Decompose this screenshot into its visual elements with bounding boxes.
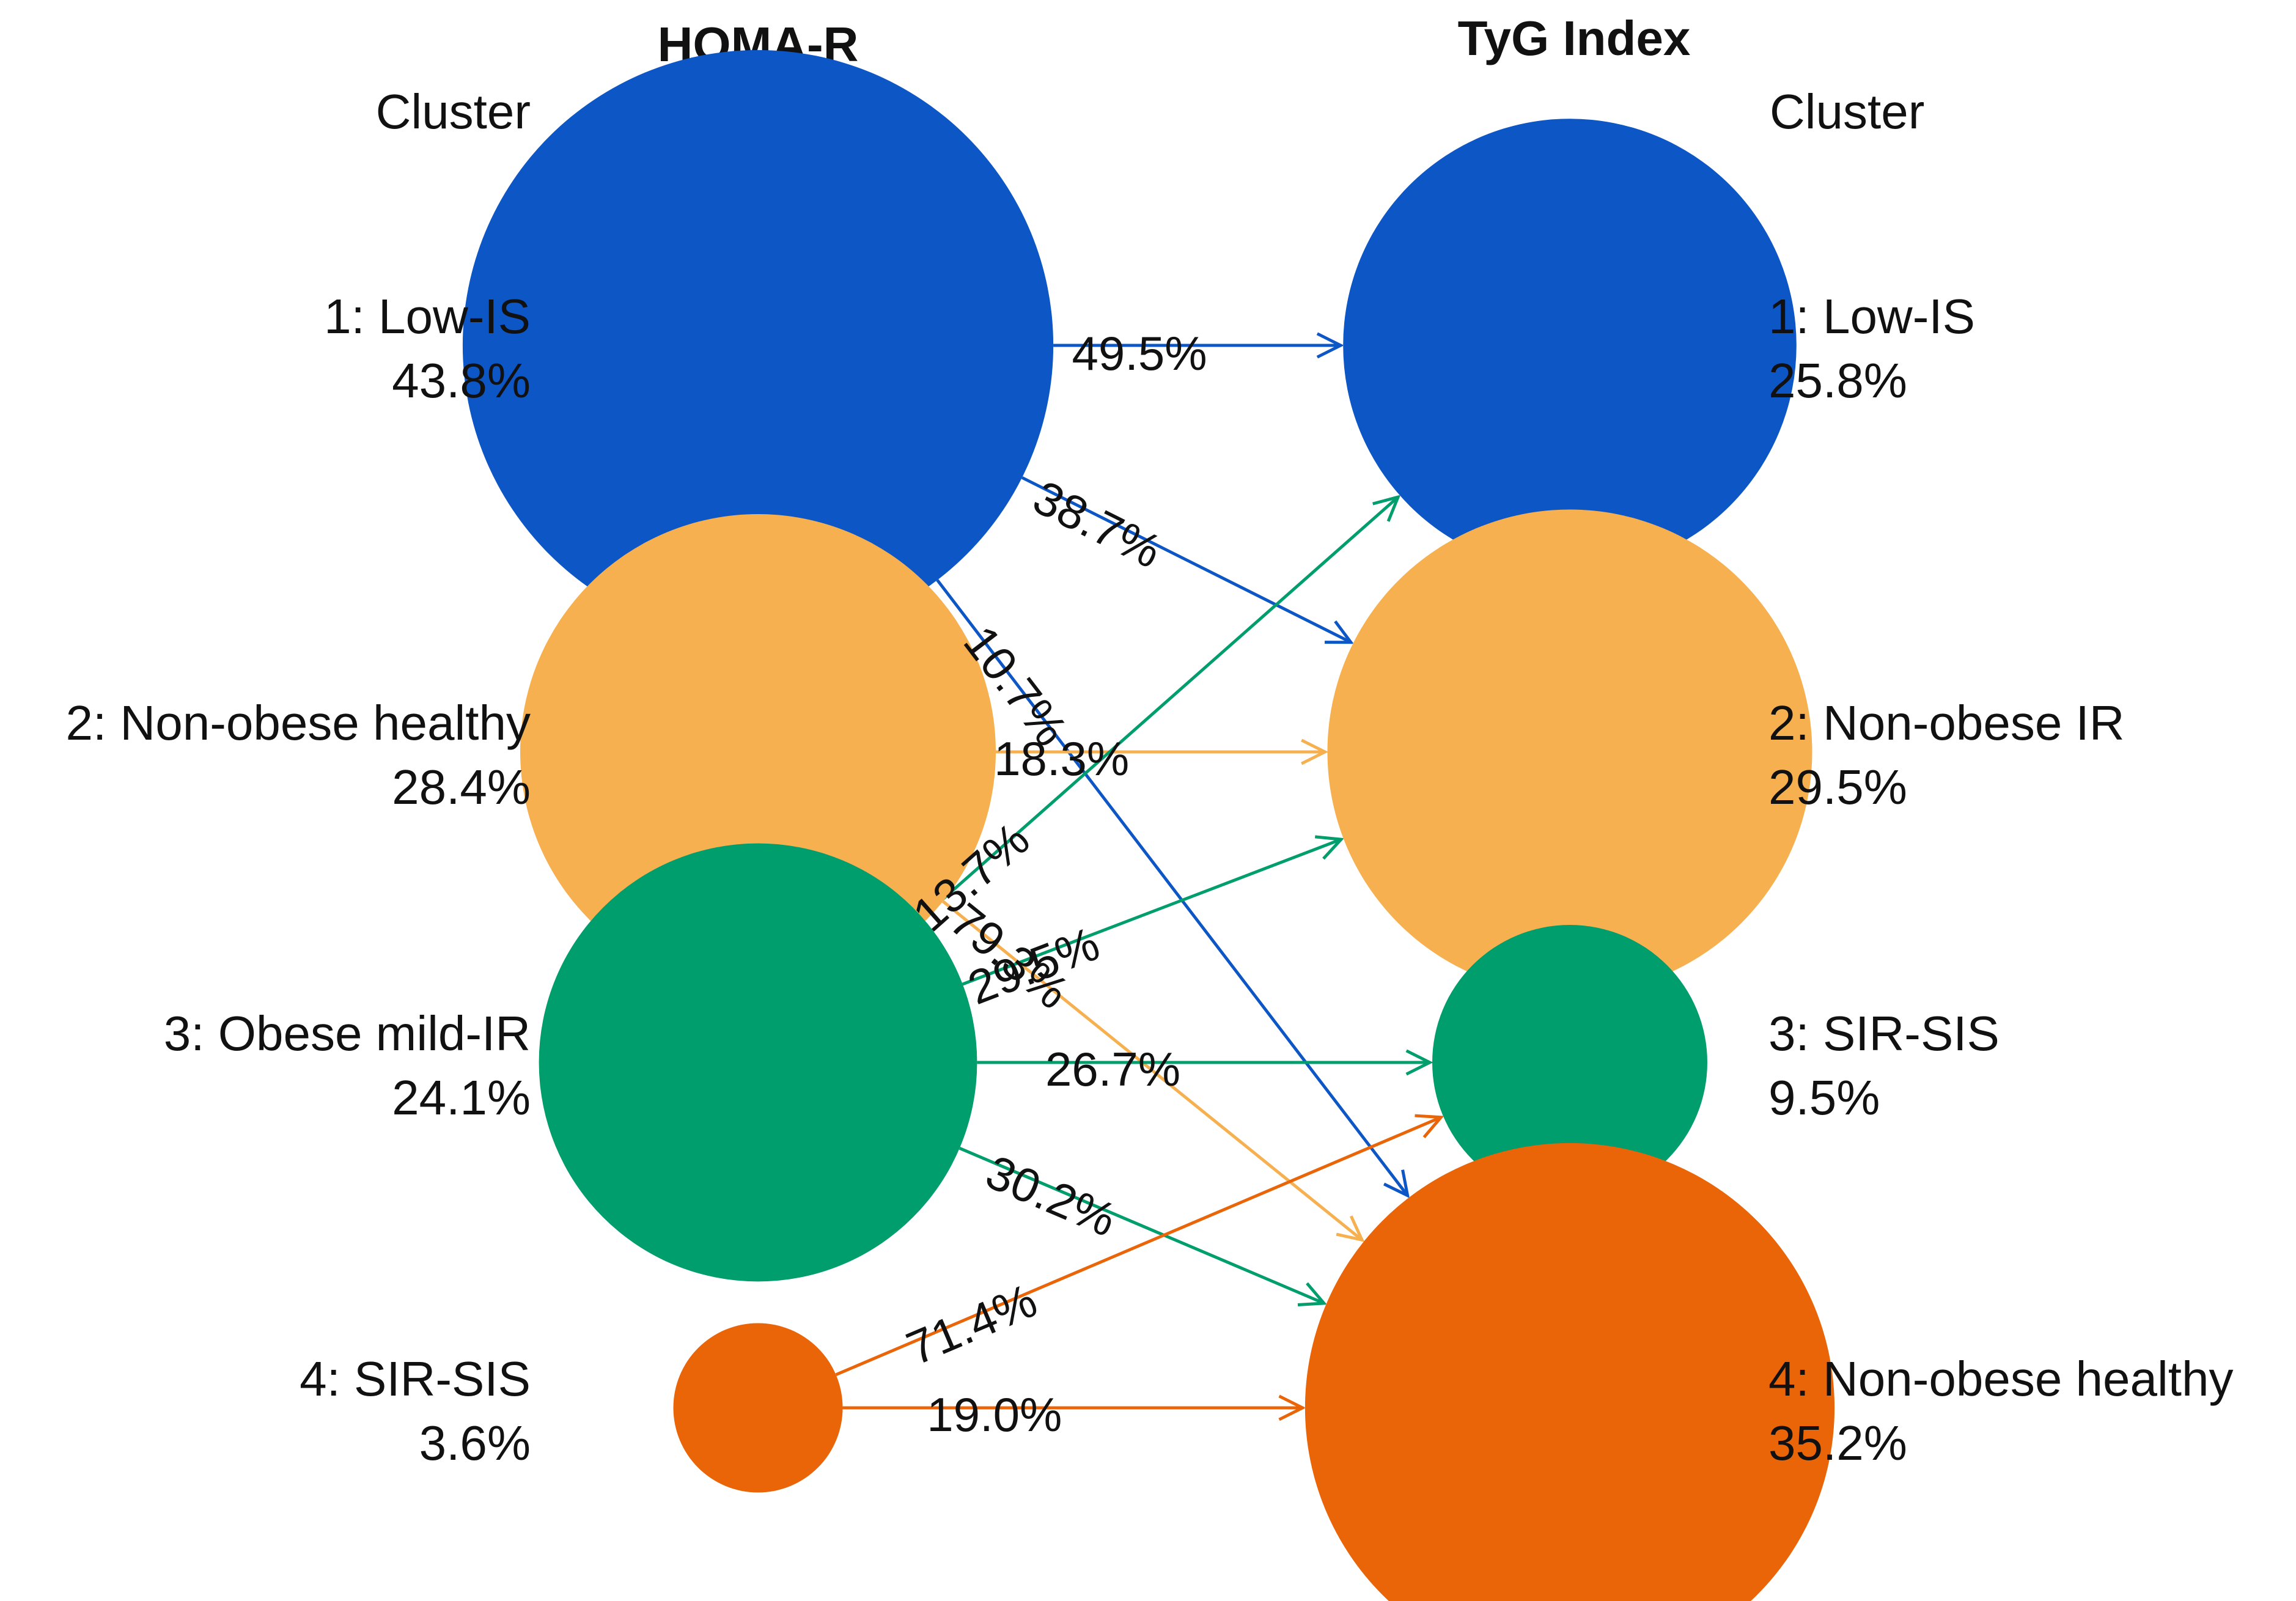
left-cluster-nodes xyxy=(462,50,1054,1493)
flow-label-3-to-3: 26.7% xyxy=(1045,1042,1180,1096)
left-cluster-4-share: 3.6% xyxy=(419,1416,531,1470)
right-cluster-4-share: 35.2% xyxy=(1768,1416,1907,1470)
right-cluster-nodes xyxy=(1305,119,1834,1601)
left-cluster-2-name: 2: Non-obese healthy xyxy=(65,696,531,750)
left-cluster-2-share: 28.4% xyxy=(392,760,531,814)
left-cluster-1-name: 1: Low-IS xyxy=(324,289,531,344)
right-cluster-2-circle xyxy=(1327,509,1812,995)
right-cluster-1-circle xyxy=(1343,119,1797,572)
left-cluster-4-name: 4: SIR-SIS xyxy=(300,1352,531,1406)
right-cluster-1-name: 1: Low-IS xyxy=(1768,289,1975,344)
flow-label-3-to-4: 30.2% xyxy=(979,1144,1124,1247)
right-cluster-2-name: 2: Non-obese IR xyxy=(1768,696,2125,750)
right-panel-title: TyG Index xyxy=(1458,11,1691,65)
left-cluster-3-name: 3: Obese mild-IR xyxy=(164,1006,531,1061)
right-cluster-3-share: 9.5% xyxy=(1768,1070,1880,1125)
right-cluster-4-name: 4: Non-obese healthy xyxy=(1768,1352,2234,1406)
flow-lines xyxy=(835,345,1441,1408)
flow-arrow-3-to-2 xyxy=(962,839,1341,986)
right-cluster-1-share: 25.8% xyxy=(1768,353,1907,408)
flow-arrow-4-to-3 xyxy=(835,1117,1441,1377)
right-cluster-4-circle xyxy=(1305,1143,1834,1601)
flow-arrow-3-to-4 xyxy=(959,1146,1324,1303)
right-cluster-2-share: 29.5% xyxy=(1768,760,1907,814)
flow-label-4-to-3: 71.4% xyxy=(899,1273,1045,1375)
left-cluster-2-circle xyxy=(520,514,996,990)
flow-arrow-1-to-2 xyxy=(1021,476,1351,642)
flow-label-1-to-2: 38.7% xyxy=(1025,470,1170,579)
left-cluster-1-share: 43.8% xyxy=(392,353,531,408)
left-cluster-labels: 1: Low-IS 43.8% 2: Non-obese healthy 28.… xyxy=(65,289,531,1470)
right-cluster-3-name: 3: SIR-SIS xyxy=(1768,1006,2000,1061)
flow-label-4-to-4: 19.0% xyxy=(927,1388,1062,1441)
right-cluster-labels: 1: Low-IS 25.8% 2: Non-obese IR 29.5% 3:… xyxy=(1768,289,2234,1470)
left-cluster-3-share: 24.1% xyxy=(392,1070,531,1125)
left-cluster-3-circle xyxy=(539,843,977,1282)
right-cluster-3-circle xyxy=(1432,925,1707,1200)
flow-label-1-to-1: 49.5% xyxy=(1072,326,1207,380)
flow-arrow-3-to-1 xyxy=(921,497,1399,919)
left-cluster-1-circle xyxy=(462,50,1054,641)
right-cluster-header: Cluster xyxy=(1770,84,1924,139)
flow-arrow-1-to-4 xyxy=(936,579,1407,1196)
flow-arrow-2-to-4 xyxy=(942,900,1362,1240)
flow-label-2-to-2: 18.3% xyxy=(994,732,1129,786)
left-cluster-4-circle xyxy=(673,1323,843,1493)
left-cluster-header: Cluster xyxy=(376,84,531,139)
